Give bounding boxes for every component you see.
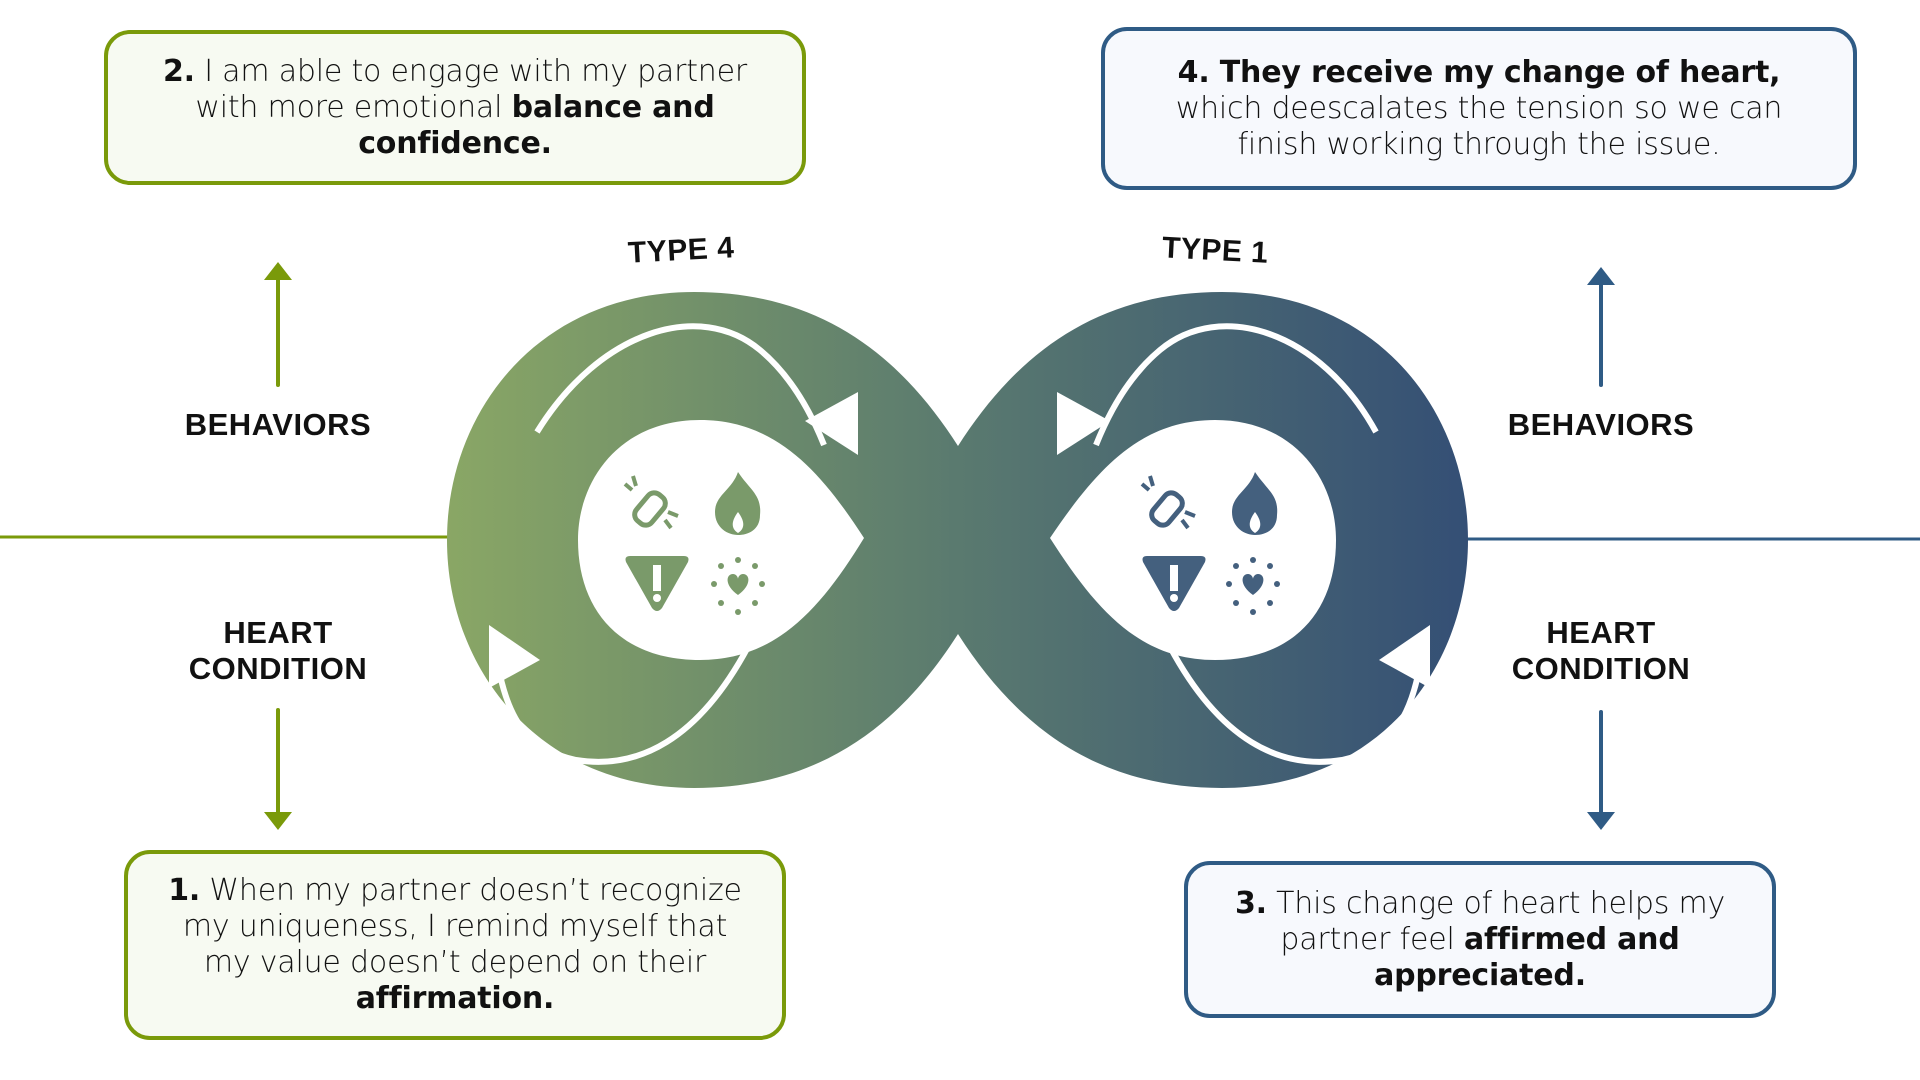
- broken-link-icon: [623, 475, 679, 530]
- broken-link-icon: [1140, 475, 1196, 530]
- left-heart-condition-label: HEART CONDITION: [148, 615, 408, 687]
- fire-icon: [1232, 472, 1278, 535]
- step-3-number: 3.: [1234, 885, 1267, 921]
- left-down-arrow: [264, 708, 292, 830]
- right-heart-condition-line2: CONDITION: [1511, 651, 1691, 686]
- left-heart-condition-line1: HEART: [223, 615, 333, 650]
- right-icon-group: [1140, 472, 1280, 615]
- step-2-emphasis: balance and confidence.: [358, 89, 715, 161]
- step-3-emphasis: affirmed and appreciated.: [1374, 921, 1680, 993]
- right-heart-condition-label: HEART CONDITION: [1471, 615, 1731, 687]
- step-4-emphasis: 4. They receive my change of heart,: [1177, 54, 1781, 90]
- step-2-box: 2. I am able to engage with my partner w…: [104, 30, 806, 185]
- step-3-text: 3. This change of heart helps my partner…: [1218, 886, 1742, 994]
- step-1-emphasis: affirmation.: [355, 981, 555, 1016]
- type-4-label: TYPE 4: [627, 231, 736, 270]
- warning-icon: [1142, 556, 1206, 611]
- right-up-arrow: [1587, 267, 1615, 387]
- right-heart-condition-line1: HEART: [1546, 615, 1656, 650]
- step-1-number: 1.: [168, 873, 201, 908]
- right-down-arrow: [1587, 710, 1615, 830]
- step-4-body: which deescalates the tension so we can …: [1175, 90, 1783, 162]
- left-icon-group: [623, 472, 765, 615]
- step-1-body: When my partner doesn’t recognize my uni…: [182, 873, 742, 980]
- flow-arrow-bottom-right: [1167, 625, 1430, 765]
- step-3-body: This change of heart helps my partner fe…: [1266, 885, 1726, 957]
- step-1-text: 1. When my partner doesn’t recognize my …: [158, 873, 752, 1017]
- fire-icon: [715, 472, 761, 535]
- step-3-box: 3. This change of heart helps my partner…: [1184, 861, 1776, 1018]
- infinity-loop-band: [447, 292, 1468, 788]
- type-1-label: TYPE 1: [1161, 231, 1270, 270]
- heart-burst-icon: [711, 557, 765, 615]
- left-behaviors-label: BEHAVIORS: [184, 407, 372, 442]
- step-2-text: 2. I am able to engage with my partner w…: [138, 54, 772, 162]
- flow-arrow-top-right: [1057, 323, 1379, 455]
- flow-arrow-top-left: [534, 323, 858, 455]
- warning-icon: [625, 556, 689, 611]
- right-behaviors-label: BEHAVIORS: [1507, 407, 1695, 442]
- step-4-box: 4. They receive my change of heart, whic…: [1101, 27, 1857, 190]
- flow-arrow-bottom-left: [489, 625, 751, 765]
- left-heart-condition-line2: CONDITION: [188, 651, 368, 686]
- step-2-body: I am able to engage with my partner with…: [194, 53, 748, 125]
- heart-burst-icon: [1226, 557, 1280, 615]
- left-up-arrow: [264, 262, 292, 387]
- step-2-number: 2.: [162, 53, 195, 89]
- step-1-box: 1. When my partner doesn’t recognize my …: [124, 850, 786, 1040]
- step-4-text: 4. They receive my change of heart, whic…: [1135, 55, 1823, 163]
